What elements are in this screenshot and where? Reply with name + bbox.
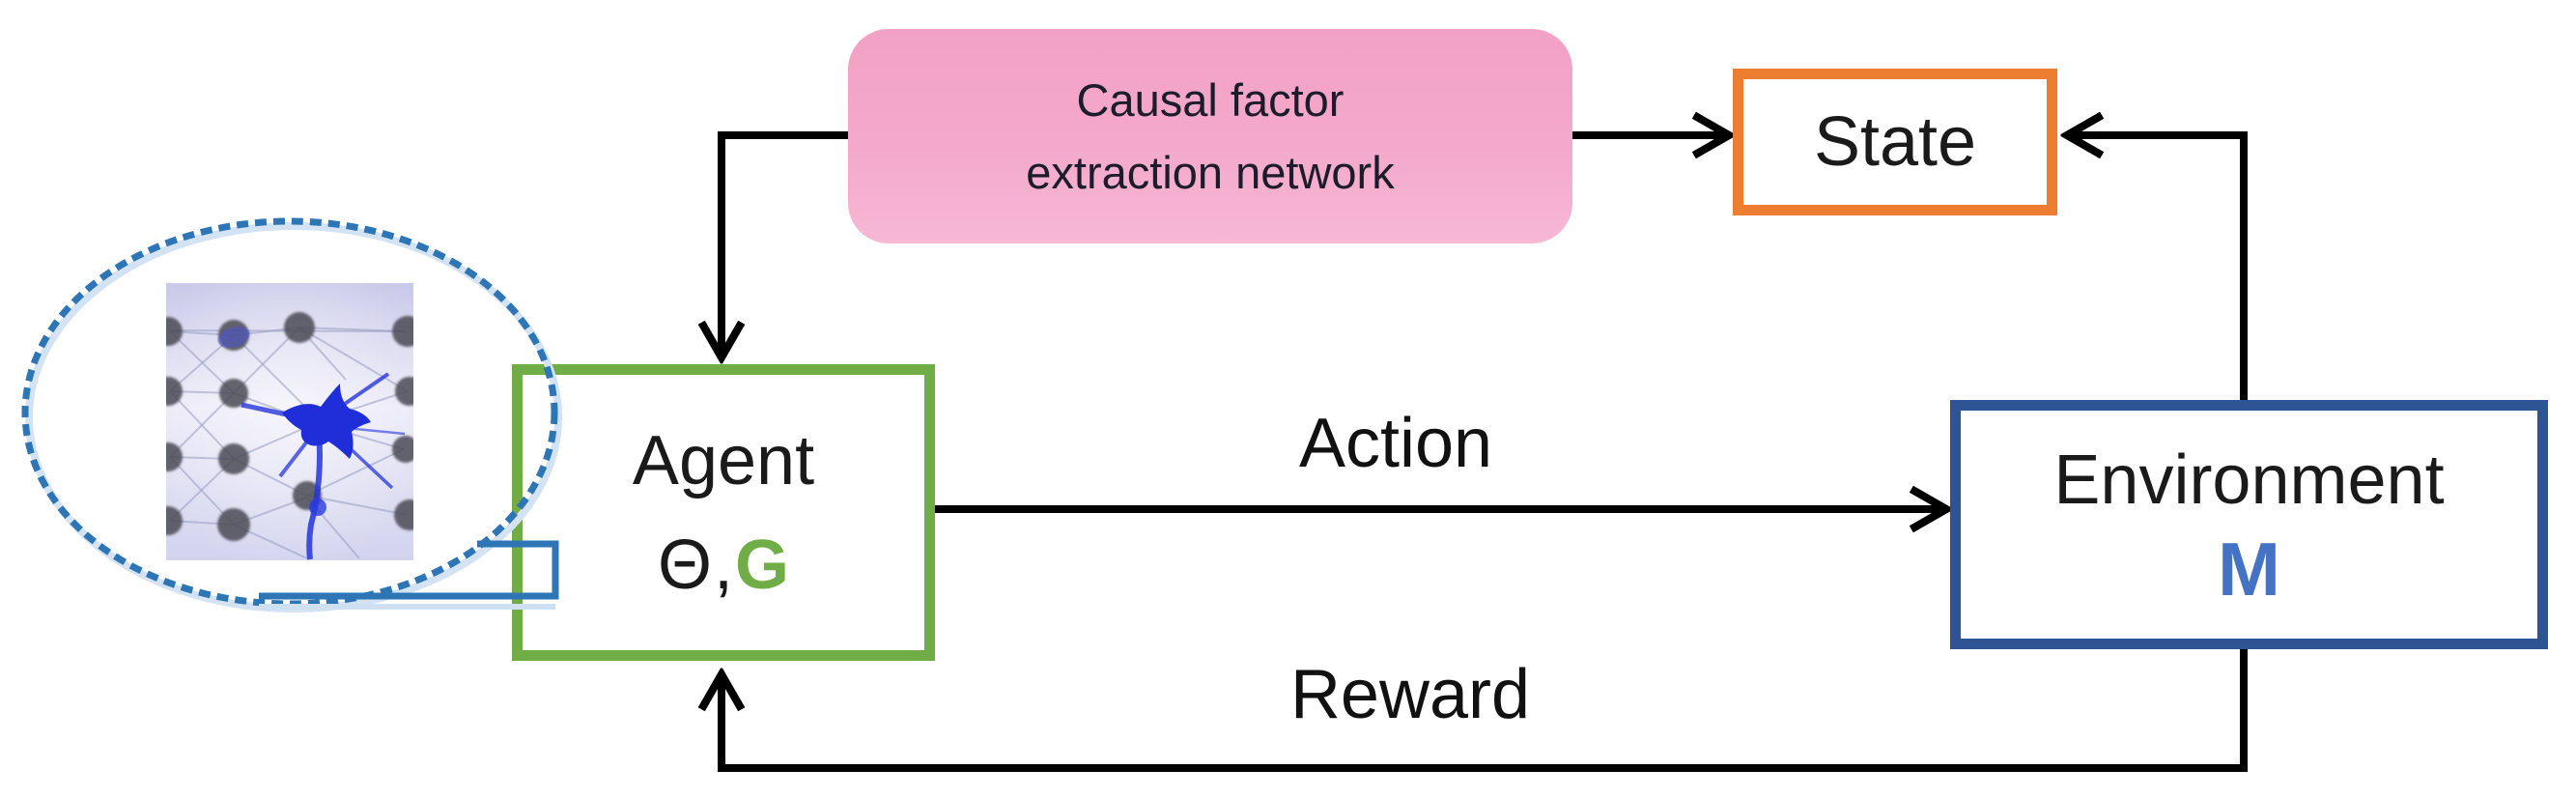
state-box: State	[1733, 69, 2057, 215]
environment-box: Environment M	[1950, 400, 2548, 649]
action-edge-label: Action	[1298, 405, 1493, 482]
neural-network-image	[166, 283, 413, 560]
agent-parameters: Θ,G	[658, 513, 789, 617]
causal-box-line1: Causal factor	[1076, 74, 1345, 126]
agent-theta-symbol: Θ,	[657, 526, 735, 604]
arrow-causal-to-agent	[722, 131, 848, 357]
agent-label: Agent	[632, 421, 815, 499]
environment-mdp-symbol: M	[2218, 527, 2280, 612]
environment-label: Environment	[2053, 442, 2445, 519]
arrow-reward-environment-to-agent	[722, 649, 2248, 772]
reward-edge-label: Reward	[1289, 656, 1531, 733]
neuron-splash	[217, 327, 406, 560]
state-label: State	[1813, 103, 1977, 181]
arrow-environment-to-state	[2067, 135, 2248, 400]
causal-factor-extraction-box: Causal factor extraction network	[848, 29, 1572, 243]
agent-causal-graph-symbol: G	[735, 526, 790, 604]
causal-box-line2: extraction network	[1026, 147, 1395, 198]
thought-bubble-tail	[259, 540, 559, 610]
agent-box: Agent Θ,G	[512, 364, 935, 661]
